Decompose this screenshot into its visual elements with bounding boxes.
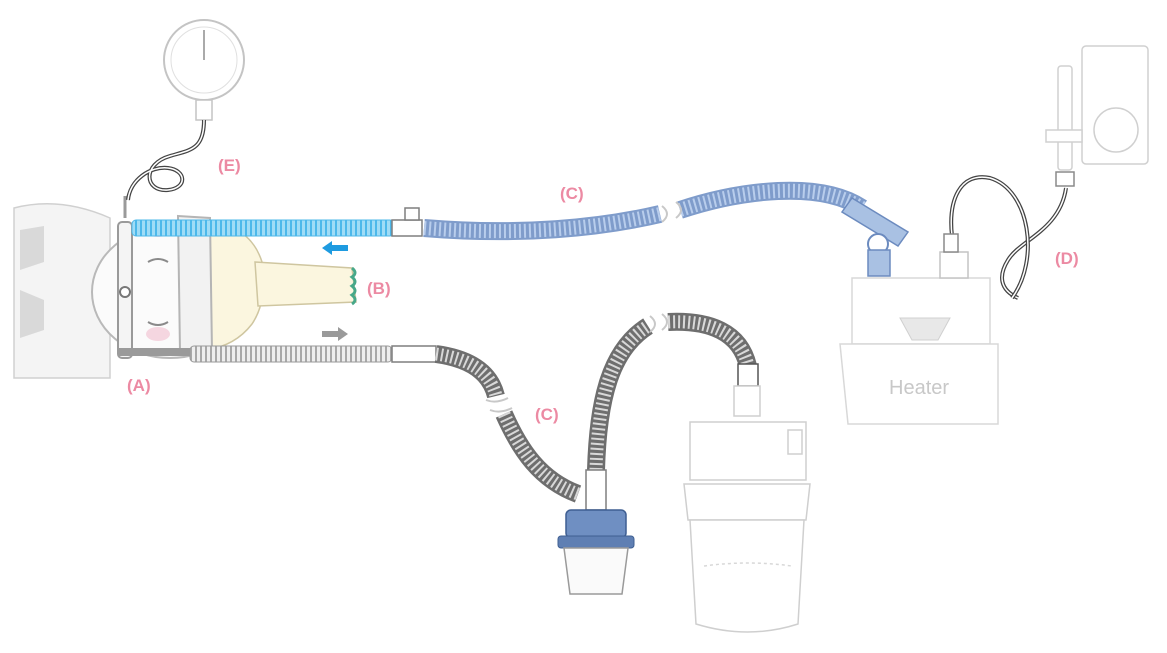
pressure-gauge xyxy=(126,19,245,201)
label-e: (E) xyxy=(218,156,241,175)
heater-label: Heater xyxy=(889,377,950,399)
nasal-interface xyxy=(117,196,190,359)
humidifier-heater xyxy=(839,251,999,425)
label-b: (B) xyxy=(367,279,391,298)
label-a: (A) xyxy=(127,376,151,395)
fabric-tie xyxy=(254,261,357,307)
expiratory-tube xyxy=(189,345,437,363)
label-d: (D) xyxy=(1055,249,1079,268)
exhalation-hose xyxy=(434,312,759,503)
arrow-left-icon xyxy=(322,241,348,255)
pressure-generator-bottle xyxy=(683,385,811,633)
water-trap xyxy=(557,469,635,595)
label-c-bottom: (C) xyxy=(535,405,559,424)
label-c-top: (C) xyxy=(560,184,584,203)
flow-meter xyxy=(943,45,1149,300)
delivery-hose xyxy=(423,181,910,277)
inspiratory-tube xyxy=(131,207,423,237)
arrow-right-icon xyxy=(322,327,348,341)
